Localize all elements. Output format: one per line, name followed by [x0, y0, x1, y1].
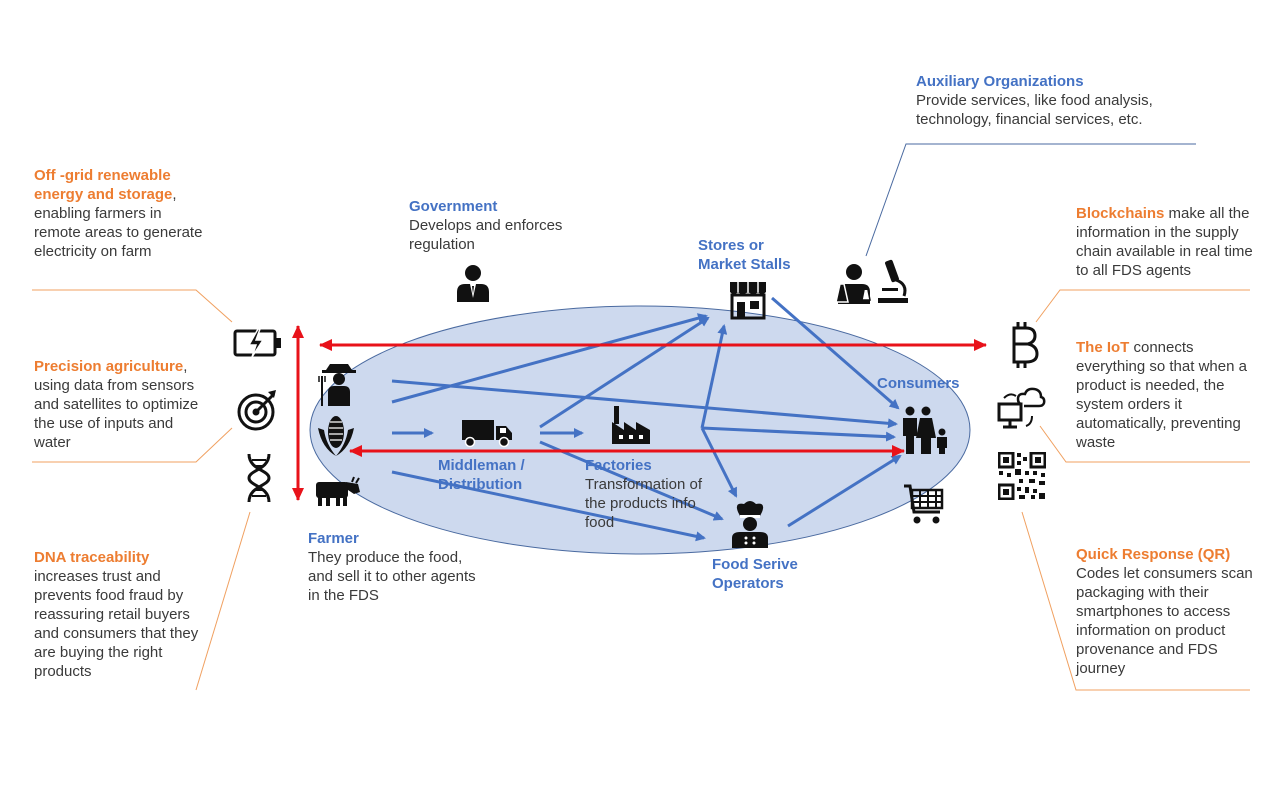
government-body: Develops and enforces regulation [409, 217, 563, 253]
microscope-icon [878, 259, 908, 303]
auxiliary-title: Auxiliary Organizations [916, 73, 1084, 90]
chef-icon [732, 501, 768, 548]
middleman-title: Middleman / Distribution [438, 457, 525, 493]
middleman-label: Middleman / Distribution [438, 456, 550, 494]
government-person-icon [457, 265, 489, 302]
dna-note: DNA traceability increases trust and pre… [34, 548, 204, 681]
precision-note-body: , using data from sensors and satellites… [34, 358, 199, 451]
family-icon [903, 406, 947, 454]
qr-note-title: Quick Response (QR) [1076, 546, 1231, 563]
farmer-label: Farmer They produce the food, and sell i… [308, 529, 480, 605]
energy-note-body: , enabling farmers in remote areas to ge… [34, 186, 203, 260]
factories-title: Factories [585, 457, 652, 474]
factory-icon [612, 406, 650, 444]
precision-note: Precision agriculture, using data from s… [34, 357, 210, 452]
blue-arrows [391, 296, 902, 542]
food-service-title: Food Serive Operators [712, 556, 798, 592]
stores-title: Stores or Market Stalls [698, 237, 791, 273]
consumers-title: Consumers [877, 375, 960, 392]
farmer-body: They produce the food, and sell it to ot… [308, 549, 476, 604]
iot-note: The IoT connects everything so that when… [1076, 338, 1262, 452]
consumers-label: Consumers [877, 374, 977, 393]
government-label: Government Develops and enforces regulat… [409, 197, 569, 254]
farmer-icon [318, 364, 356, 406]
auxiliary-connector [865, 143, 1196, 257]
qr-note: Quick Response (QR) Codes let consumers … [1076, 545, 1256, 678]
battery-icon [233, 328, 281, 358]
auxiliary-label: Auxiliary Organizations Provide services… [916, 72, 1196, 129]
food-service-label: Food Serive Operators [712, 555, 812, 593]
stores-label: Stores or Market Stalls [698, 236, 808, 274]
dna-note-title: DNA traceability [34, 549, 150, 566]
blockchain-note-body: make all the information in the supply c… [1076, 205, 1253, 279]
red-arrows [292, 325, 987, 501]
factories-label: Factories Transformation of the products… [585, 456, 711, 532]
dna-note-body: increases trust and prevents food fraud … [34, 568, 199, 680]
shopping-cart-icon [904, 484, 944, 524]
iot-note-title: The IoT [1076, 339, 1130, 356]
qr-note-body: Codes let consumers scan packaging with … [1076, 565, 1253, 677]
farmer-title: Farmer [308, 530, 359, 547]
precision-note-title: Precision agriculture [34, 358, 184, 375]
iot-note-body: connects everything so that when a produ… [1076, 339, 1247, 451]
truck-icon [462, 420, 512, 448]
cow-icon [316, 476, 360, 506]
factories-body: Transformation of the products info food [585, 476, 702, 531]
energy-note-title: Off -grid renewable energy and storage [34, 167, 173, 203]
blockchain-note: Blockchains make all the information in … [1076, 204, 1268, 280]
target-icon [237, 390, 276, 431]
iot-icon [997, 387, 1046, 429]
orange-connectors [32, 289, 1250, 691]
dna-icon [247, 453, 271, 503]
government-title: Government [409, 198, 498, 215]
qr-code-icon [998, 452, 1046, 500]
energy-note: Off -grid renewable energy and storage, … [34, 166, 204, 261]
auxiliary-body: Provide services, like food analysis, te… [916, 92, 1153, 128]
scientist-icon [835, 264, 871, 304]
bitcoin-icon [1012, 322, 1039, 368]
store-icon [730, 282, 766, 320]
blockchain-note-title: Blockchains [1076, 205, 1165, 222]
corn-icon [318, 416, 354, 456]
